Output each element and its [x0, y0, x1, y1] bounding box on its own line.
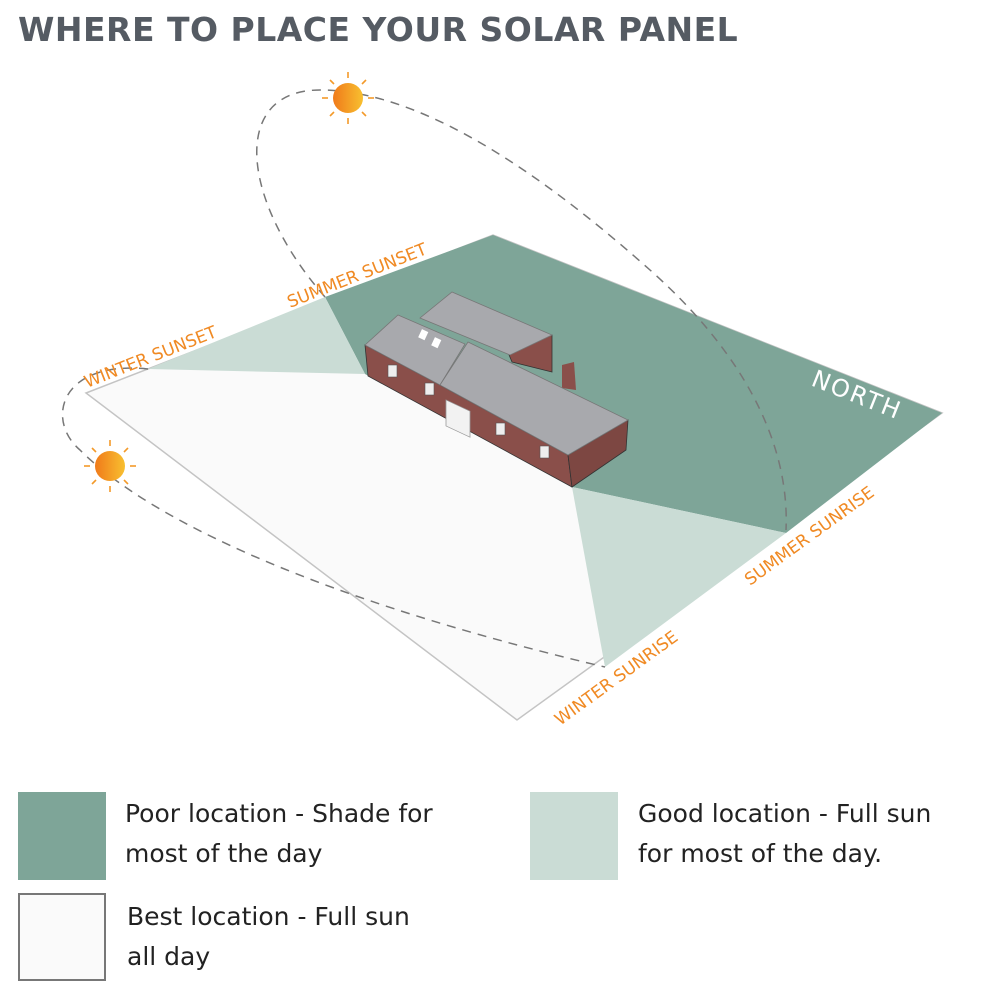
- good-location-area-west: [148, 297, 365, 374]
- house: [364, 291, 629, 488]
- legend-label-best: Best location - Full sun all day: [127, 897, 410, 977]
- solar-placement-diagram: SUMMER SUNSET WINTER SUNSET SUMMER SUNRI…: [61, 72, 944, 730]
- legend-swatch-poor: [18, 792, 106, 880]
- summer-sun-path: [256, 89, 787, 531]
- legend-line: Poor location - Shade for: [125, 799, 433, 828]
- legend-swatch-good: [530, 792, 618, 880]
- legend-label-poor: Poor location - Shade for most of the da…: [125, 794, 433, 874]
- legend-swatch-best: [18, 893, 106, 981]
- legend-line: all day: [127, 942, 211, 971]
- legend-line: Good location - Full sun: [638, 799, 932, 828]
- legend-label-good: Good location - Full sun for most of the…: [638, 794, 931, 874]
- good-location-area-east: [572, 487, 786, 667]
- page-title: WHERE TO PLACE YOUR SOLAR PANEL: [18, 10, 739, 49]
- legend-line: for most of the day.: [638, 839, 883, 868]
- sun-icon: [322, 72, 374, 124]
- legend-line: most of the day: [125, 839, 323, 868]
- legend-line: Best location - Full sun: [127, 902, 410, 931]
- sun-icon: [84, 440, 136, 492]
